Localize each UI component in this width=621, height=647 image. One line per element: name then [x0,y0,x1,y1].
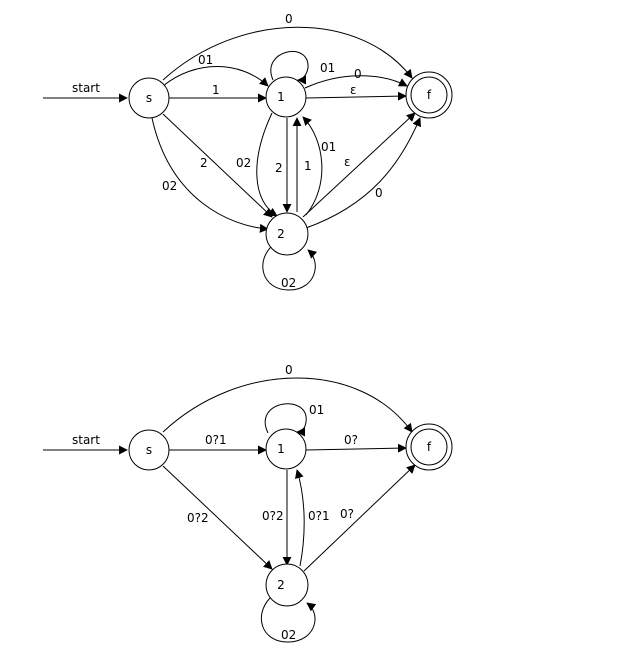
state-s-label: s [146,443,152,457]
edge-loop-2 [260,597,317,643]
state-1-label: 1 [277,90,285,104]
edge-label-loop-2: 02 [281,628,296,642]
edge-loop-1 [270,51,309,85]
diagram-bottom: start 0 0?1 0?2 01 0? 0?2 0?1 0? 02 s 1 [43,363,453,643]
edge-2-1 [295,469,305,567]
edge-s-1-upper [162,66,269,87]
state-f-inner [410,76,448,114]
edge-label-2-1-outer: 01 [321,140,336,154]
edge-label-s-2-outer: 02 [162,179,177,193]
state-f-inner [410,428,448,466]
edge-label-s-f: 0 [285,12,293,26]
edge-label-1-2-outer: 02 [236,156,251,170]
state-s [128,429,170,471]
edge-label-2-f-eps: ε [344,155,351,169]
edge-2-f-eps [302,112,416,218]
edge-2-f [303,464,416,572]
edge-s-2 [162,465,273,570]
edge-1-f [305,443,407,453]
state-2 [265,563,309,607]
edge-label-s-2-direct: 2 [200,156,208,170]
edge-loop-1 [264,403,307,437]
state-s-label: s [146,91,152,105]
edge-label-1-2: 2 [275,161,283,175]
edge-2-f-zero [305,117,421,229]
edge-label-loop-1: 01 [320,61,335,75]
edge-label-s-1: 0?1 [205,433,227,447]
edge-1-2-outer [256,112,278,217]
edge-s-2-outer [151,117,269,233]
state-2-label: 2 [277,227,285,241]
edge-label-2-f-zero: 0 [375,186,383,200]
state-1 [265,76,307,118]
edge-1-f-upper [304,75,408,89]
edge-1-f [305,91,407,101]
edge-label-loop-1: 01 [309,403,324,417]
state-2 [265,212,309,256]
edge-label-s-f: 0 [285,363,293,377]
edge-2-1-outer [302,116,323,216]
edge-s-2-direct [162,113,273,218]
state-2-label: 2 [277,578,285,592]
edge-label-1-f-upper: 0 [354,67,362,81]
edge-label-2-1: 0?1 [308,509,330,523]
edge-label-s-1-upper: 01 [198,53,213,67]
state-1-label: 1 [277,442,285,456]
edge-label-1-f: ε [350,83,357,97]
diagram-top: start 0 01 1 2 02 01 0 ε 02 2 1 [43,12,453,291]
edge-label-s-1: 1 [212,83,220,97]
start-label: start [72,81,100,95]
state-f-label: f [427,88,432,102]
edge-label-s-2: 0?2 [187,511,209,525]
edge-label-2-1: 1 [304,159,312,173]
edge-s-f [162,377,413,433]
edge-label-1-f: 0? [344,433,358,447]
edge-s-f [162,26,413,81]
state-1 [265,428,307,470]
edge-label-1-2: 0?2 [262,509,284,523]
state-s [128,77,170,119]
edge-label-2-f: 0? [340,507,354,521]
edge-loop-2 [262,245,318,291]
state-f-label: f [427,440,432,454]
start-label: start [72,433,100,447]
edge-label-loop-2: 02 [281,276,296,290]
